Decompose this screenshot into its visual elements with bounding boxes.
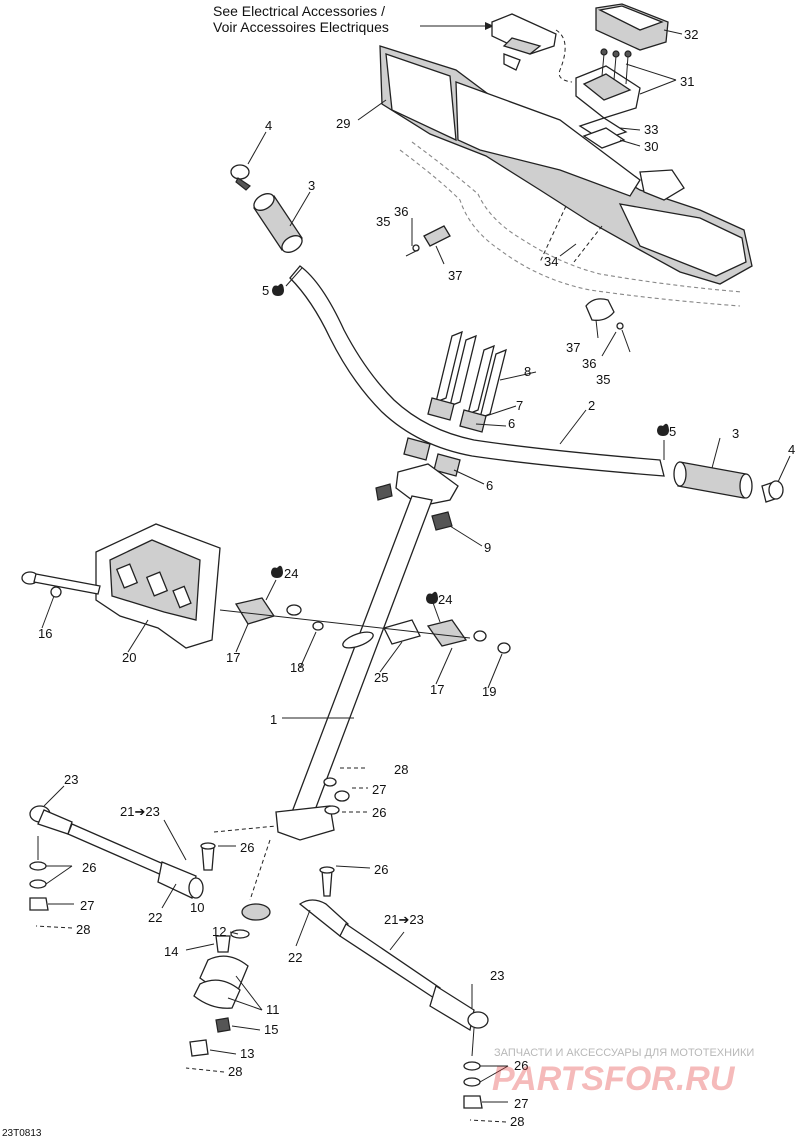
- callout-27-upper: 27: [372, 782, 386, 797]
- callout-4-left: 4: [265, 118, 272, 133]
- grip-left-part-3: [253, 193, 303, 253]
- callout-3-right: 3: [732, 426, 739, 441]
- callout-33: 33: [644, 122, 658, 137]
- screw-path-34a: [539, 205, 567, 263]
- callout-2: 2: [588, 398, 595, 413]
- callout-5-right: 5: [669, 424, 676, 439]
- callout-22-left: 22: [148, 910, 162, 925]
- callout-28-bottom: 28: [510, 1114, 524, 1129]
- callout-23-right: 23: [490, 968, 504, 983]
- callout-28-left: 28: [76, 922, 90, 937]
- callout-32: 32: [684, 27, 698, 42]
- callout-36-upper: 36: [394, 204, 408, 219]
- callout-3-left: 3: [308, 178, 315, 193]
- callout-21-right: 21➔23: [384, 912, 424, 927]
- steering-column-part-1: [275, 495, 433, 841]
- callout-13: 13: [240, 1046, 254, 1061]
- callout-23-left: 23: [64, 772, 78, 787]
- clamp-part-37-lower: [585, 298, 631, 353]
- fairing-part-29: [379, 45, 753, 285]
- callout-31: 31: [680, 74, 694, 89]
- handlebar-part-2: [289, 265, 665, 477]
- end-cap-left-part-4: [230, 164, 251, 191]
- callout-35-lower: 35: [596, 372, 610, 387]
- handlebar-ghost-outline: [399, 149, 741, 307]
- grease-icon-group: [271, 283, 669, 604]
- callout-26-pin: 26: [240, 840, 254, 855]
- callout-11: 11: [266, 1002, 280, 1017]
- watermark-caption: ЗАПЧАСТИ И АКСЕССУАРЫ ДЛЯ МОТОТЕХНИКИ: [494, 1047, 754, 1059]
- callout-26-left: 26: [82, 860, 96, 875]
- callout-9: 9: [484, 540, 491, 555]
- callout-19: 19: [482, 684, 496, 699]
- bushing-right-part-17: [383, 619, 511, 654]
- callout-24-left: 24: [284, 566, 298, 581]
- callout-21-left: 21➔23: [120, 804, 160, 819]
- callout-6-upper: 6: [508, 416, 515, 431]
- accessories-note-line2: Voir Accessoires Electriques: [213, 19, 389, 35]
- callout-16: 16: [38, 626, 52, 641]
- callout-12: 12: [212, 924, 226, 939]
- callout-4-right: 4: [788, 442, 795, 457]
- callout-18: 18: [290, 660, 304, 675]
- callout-17-left: 17: [226, 650, 240, 665]
- callout-30: 30: [644, 139, 658, 154]
- callout-20: 20: [122, 650, 136, 665]
- callout-29: 29: [336, 116, 350, 131]
- callout-35-upper: 35: [376, 214, 390, 229]
- clamp-bolts-part-8: [435, 330, 507, 420]
- tie-rod-right: [298, 866, 489, 1032]
- note-arrowhead: [485, 22, 494, 30]
- callout-5-left: 5: [262, 283, 269, 298]
- callout-26-upper: 26: [372, 805, 386, 820]
- end-cap-right-part-4: [761, 480, 784, 503]
- cover-part-32: [595, 3, 669, 51]
- bolt-axis-line: [219, 609, 471, 639]
- callout-8: 8: [524, 364, 531, 379]
- support-bracket-part-20: [95, 523, 221, 649]
- plate-part-30: [578, 117, 628, 149]
- clamp-caps-part-7: [403, 397, 487, 477]
- grip-right-part-3: [673, 461, 753, 499]
- callout-6-lower: 6: [486, 478, 493, 493]
- bracket-part-31: [575, 48, 641, 119]
- leader-lines: [35, 29, 791, 1123]
- callout-37-lower: 37: [566, 340, 580, 355]
- callout-27-left: 27: [80, 898, 94, 913]
- bearing-stack: [189, 839, 271, 1057]
- callout-15: 15: [264, 1022, 278, 1037]
- callout-28-bearing: 28: [228, 1064, 242, 1079]
- callout-26-bottom: 26: [514, 1058, 528, 1073]
- callout-28-upper: 28: [394, 762, 408, 777]
- callout-7: 7: [516, 398, 523, 413]
- callout-37-upper: 37: [448, 268, 462, 283]
- callout-26-right: 26: [374, 862, 388, 877]
- screw-path-34b: [573, 225, 603, 263]
- clamp-part-37-upper: [405, 225, 451, 257]
- pin-part-10: [200, 825, 277, 871]
- callout-14: 14: [164, 944, 178, 959]
- accessories-note-line1: See Electrical Accessories /: [213, 3, 385, 19]
- bushing-left-part-17: [234, 597, 324, 631]
- electrical-accessory: [491, 13, 573, 83]
- watermark-brand: PARTSFOR.RU: [492, 1060, 736, 1098]
- callout-labels: 4 3 5 29 32 31 33 30 34 36 35 37 37 36 3…: [38, 27, 795, 1129]
- callout-34: 34: [544, 254, 558, 269]
- callout-10: 10: [190, 900, 204, 915]
- callout-27-bottom: 27: [514, 1096, 528, 1111]
- callout-25: 25: [374, 670, 388, 685]
- bolt-part-16: [21, 571, 101, 598]
- callout-17-right: 17: [430, 682, 444, 697]
- callout-24-right: 24: [438, 592, 452, 607]
- tie-rod-left-hardware: [29, 836, 49, 911]
- tie-rod-right-hardware: [463, 1027, 483, 1109]
- drawing-code: 23T0813: [2, 1128, 42, 1139]
- column-hardware-upper: [323, 767, 368, 815]
- callout-1: 1: [270, 712, 277, 727]
- callout-36-lower: 36: [582, 356, 596, 371]
- tie-rod-left: [29, 805, 204, 899]
- callout-22-right: 22: [288, 950, 302, 965]
